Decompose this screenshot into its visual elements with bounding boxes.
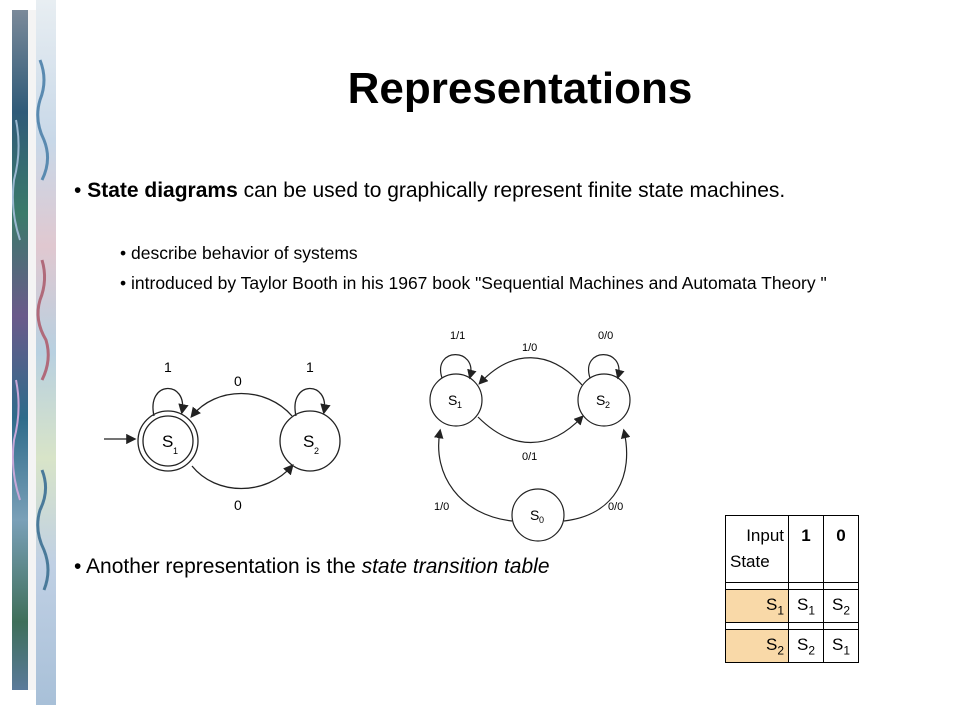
row-state-cell: S2 bbox=[725, 629, 789, 663]
bullet-text: Another representation is the bbox=[86, 555, 362, 578]
state-diagram-two-states: S 1 S 2 1 1 0 0 bbox=[104, 359, 341, 513]
slide-title: Representations bbox=[347, 64, 693, 113]
transition-cell: S1 bbox=[823, 629, 859, 663]
table-header-row: Input State 1 0 bbox=[725, 515, 859, 583]
transition-cell: S2 bbox=[788, 629, 824, 663]
label-loop-s1: 1 bbox=[164, 359, 172, 375]
label-edge-s1-s2: 0/1 bbox=[522, 451, 537, 463]
state-s2 bbox=[279, 410, 341, 472]
bullet-state-diagrams: • State diagrams can be used to graphica… bbox=[74, 177, 874, 205]
sub-bullet-behavior: • describe behavior of systems bbox=[120, 241, 890, 265]
table-spacer bbox=[725, 622, 859, 630]
loop-s2 bbox=[587, 354, 625, 380]
edge-s2-s1 bbox=[190, 392, 293, 419]
state-s2-sub: 2 bbox=[314, 446, 319, 456]
sub-bullet-booth: • introduced by Taylor Booth in his 1967… bbox=[120, 271, 890, 295]
state-s2-sub: 2 bbox=[605, 400, 610, 410]
sub-bullet-text: introduced by Taylor Booth in his 1967 b… bbox=[131, 273, 827, 293]
state-transition-table: Input State 1 0 S1 S1 S2 S2 S2 S1 bbox=[725, 515, 859, 663]
label-edge-s0-s2: 0/0 bbox=[608, 501, 623, 513]
state-s2-letter: S bbox=[596, 392, 605, 408]
row-state-cell: S1 bbox=[725, 589, 789, 623]
state-s1 bbox=[429, 373, 483, 427]
bullet-marker: • bbox=[74, 179, 82, 202]
bullet-bold-term: State diagrams bbox=[87, 179, 238, 202]
loop-s2 bbox=[294, 387, 331, 417]
header-input-1: 1 bbox=[788, 515, 824, 583]
label-edge-s1-s2: 0 bbox=[234, 497, 242, 513]
decorative-side-strip bbox=[12, 0, 60, 705]
state-s1-letter: S bbox=[162, 432, 173, 451]
table-header-label: Input State bbox=[725, 515, 789, 583]
edge-s2-s1 bbox=[478, 357, 583, 386]
table-row: S2 S2 S1 bbox=[725, 629, 859, 663]
edge-s0-s1 bbox=[433, 428, 513, 522]
state-s1-sub: 1 bbox=[173, 446, 178, 456]
bullet-marker: • bbox=[120, 273, 127, 293]
state-s2 bbox=[577, 373, 631, 427]
label-loop-s1: 1/1 bbox=[450, 330, 465, 342]
header-input-label: Input bbox=[746, 526, 784, 545]
transition-cell: S1 bbox=[788, 589, 824, 623]
header-input-0: 0 bbox=[823, 515, 859, 583]
label-loop-s2: 1 bbox=[306, 359, 314, 375]
label-loop-s2: 0/0 bbox=[598, 330, 613, 342]
sub-bullet-text: describe behavior of systems bbox=[131, 243, 358, 263]
state-s1-outer bbox=[137, 410, 199, 472]
bullet-italic-term: state transition table bbox=[361, 555, 550, 578]
label-edge-s0-s1: 1/0 bbox=[434, 501, 449, 513]
table-spacer bbox=[725, 582, 859, 590]
state-s0-letter: S bbox=[530, 507, 539, 523]
state-s1-sub: 1 bbox=[457, 400, 462, 410]
state-s2-letter: S bbox=[303, 432, 314, 451]
loop-s1 bbox=[439, 354, 477, 380]
state-s1-letter: S bbox=[448, 392, 457, 408]
state-s1 bbox=[142, 415, 194, 467]
bullet-marker: • bbox=[74, 555, 82, 578]
edge-s1-s2 bbox=[191, 464, 294, 490]
bullet-another-representation: • Another representation is the state tr… bbox=[74, 553, 714, 581]
label-edge-s2-s1: 1/0 bbox=[522, 342, 537, 354]
label-edge-s2-s1: 0 bbox=[234, 373, 242, 389]
table-row: S1 S1 S2 bbox=[725, 589, 859, 623]
state-diagram-three-states: S 1 S 2 S 0 1/1 0/0 1/0 0/1 1/0 0/0 bbox=[429, 330, 631, 542]
header-state-label: State bbox=[730, 552, 770, 571]
state-s0-sub: 0 bbox=[539, 515, 544, 525]
edge-s1-s2 bbox=[477, 415, 584, 444]
bullet-marker: • bbox=[120, 243, 127, 263]
transition-cell: S2 bbox=[823, 589, 859, 623]
bullet-text: can be used to graphically represent fin… bbox=[237, 179, 786, 202]
loop-s1 bbox=[152, 387, 189, 417]
edge-s0-s2 bbox=[563, 428, 631, 522]
state-s0 bbox=[511, 488, 565, 542]
